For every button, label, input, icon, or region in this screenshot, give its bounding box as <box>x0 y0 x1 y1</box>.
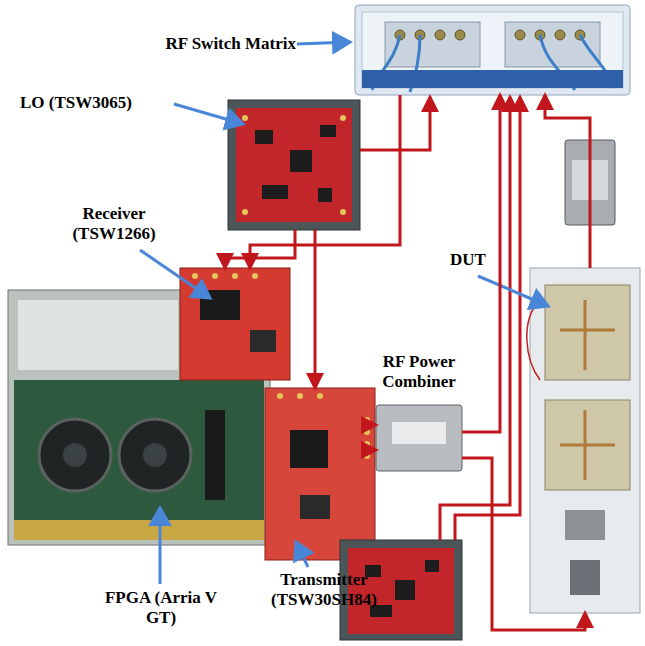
device-label: RF Power Combiner <box>378 352 460 392</box>
local-oscillator: LO (TSW3065) <box>228 100 360 230</box>
rf-cable <box>462 458 585 630</box>
transmitter-board: Transmitter (TSW30SH84) <box>265 388 375 560</box>
device-label: Receiver (TSW1266) <box>60 204 168 244</box>
rf-cable <box>250 95 400 268</box>
rf-cable <box>545 95 590 268</box>
device-label: RF Switch Matrix <box>128 34 296 54</box>
receiver-board: Receiver (TSW1266) <box>180 268 290 380</box>
rf-cable <box>375 449 376 452</box>
device-label: DUT <box>450 250 494 270</box>
fpga-board: FPGA (Arria V GT) <box>8 290 270 545</box>
rf-cable <box>375 424 376 427</box>
device-label: LO (TSW3065) <box>20 93 172 113</box>
device-under-test: DUT <box>530 268 640 613</box>
device-label: FPGA (Arria V GT) <box>100 588 222 628</box>
rf-cable <box>314 230 317 388</box>
rf-cable <box>225 230 295 268</box>
switch-matrix: RF Switch Matrix <box>355 5 630 95</box>
power-combiner: RF Power Combiner <box>376 405 462 471</box>
device-label: Transmitter (TSW30SH84) <box>258 570 390 610</box>
